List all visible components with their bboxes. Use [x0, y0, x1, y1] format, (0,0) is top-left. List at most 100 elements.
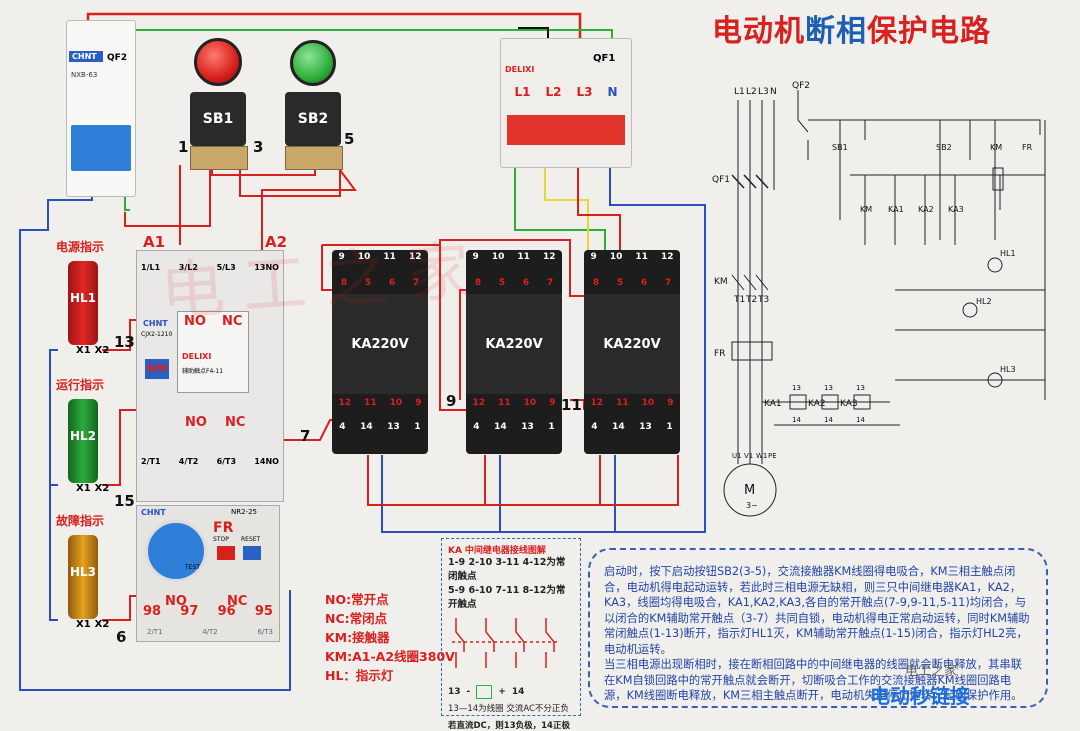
ka1-bot-1: 1	[414, 422, 421, 432]
hl1-caption: 电源指示	[56, 240, 105, 254]
contactor-a2: A2	[265, 233, 288, 251]
sch-ka2-14: 14	[824, 416, 833, 424]
phase-l1: L1	[514, 85, 531, 99]
ka1-mid-6: 6	[388, 278, 396, 288]
wire-sb-link	[239, 155, 341, 197]
phase-l3: L3	[576, 85, 593, 99]
contactor-term-t3: 6/T3	[216, 457, 237, 466]
legend-coil: KM:A1-A2线圈380V	[325, 649, 455, 664]
ka3-mb-10: 10	[641, 398, 655, 408]
contactor-model: CJX2-1210	[141, 331, 173, 338]
relay-ka1-body: KA220V	[332, 294, 428, 394]
sb1-cap[interactable]	[194, 38, 242, 86]
hl1-x2: X2	[94, 345, 110, 356]
fr-term-96: 96	[217, 604, 236, 619]
fr-label: FR	[213, 520, 234, 536]
contactor-km-tag: KM	[145, 359, 169, 379]
sb2-button[interactable]: SB2	[285, 40, 343, 172]
ka2-top-11: 11	[517, 252, 530, 262]
qf2-label: QF2	[107, 53, 128, 63]
ka2-mb-11: 11	[498, 398, 511, 408]
hl2-lamp: HL2	[68, 399, 98, 483]
fr-dial[interactable]	[145, 520, 207, 582]
brand-logo: 电动秒链接	[870, 684, 970, 708]
phase-l2: L2	[545, 85, 562, 99]
contactor-term-l1: 1/L1	[141, 263, 161, 272]
legend-hl: HL：指示灯	[325, 668, 394, 683]
schematic-diagram: L1 L2 L3 N QF2 QF1 KM FR T1 T2 T3 M 3~ U…	[712, 81, 1046, 517]
qf1-toggle-bar[interactable]	[507, 115, 625, 145]
hl3-caption: 故障指示	[56, 514, 105, 528]
fr-bottom-t2: 4/T2	[202, 628, 218, 636]
contactor-aux-block: NO NC DELIXI 辅助触点F4-11	[177, 311, 249, 393]
legend-km: KM:接触器	[325, 630, 390, 645]
ka-box-foot: 若直流DC，则13负极，14正极	[448, 721, 570, 731]
sch-sb1: SB1	[832, 143, 848, 152]
contactor-term-l3: 5/L3	[216, 263, 236, 272]
contactor-aux-no-bottom: NO	[185, 415, 207, 430]
ka3-mid-5: 5	[616, 278, 624, 288]
fr-term-98: 98	[143, 604, 162, 619]
ka3-bot-13: 13	[639, 422, 652, 432]
description-box: 启动时，按下启动按钮SB2(3-5)，交流接触器KM线圈得电吸合，KM三相主触点…	[588, 548, 1048, 708]
ka1-top-10: 10	[357, 252, 371, 262]
terminal-15: 15	[114, 492, 135, 510]
sb2-cap[interactable]	[290, 40, 336, 86]
ka3-top-11: 11	[635, 252, 648, 262]
terminal-6: 6	[116, 628, 127, 646]
indicator-hl2: 运行指示 HL2 X1 X2	[56, 376, 116, 496]
ka3-mb-12: 12	[590, 398, 604, 408]
ka2-bot-13: 13	[521, 422, 534, 432]
ka2-mid-5: 5	[498, 278, 506, 288]
qf2-model: NXB-63	[71, 71, 98, 79]
ka1-mid-8: 8	[340, 278, 348, 288]
overload-relay: CHNT NR2-25 FR STOP RESET TEST NO NC 98 …	[136, 505, 280, 642]
sch-qf1: QF1	[712, 175, 730, 185]
indicator-hl1: 电源指示 HL1 X1 X2	[56, 238, 116, 358]
contactor-brand: CHNT	[143, 319, 168, 328]
hl3-name: HL3	[69, 565, 97, 579]
fr-reset-button[interactable]	[243, 546, 261, 560]
fr-nc-label: NC	[227, 594, 248, 609]
ka-box-note: 13—14为线圈 交流AC不分正负	[448, 704, 569, 714]
ka-coil-plus: +	[498, 687, 506, 697]
sch-w1: W1	[756, 452, 767, 460]
ka-box-header: 中间继电器接线图解	[464, 546, 546, 556]
sb2-label: SB2	[297, 111, 329, 127]
sch-ka1-14: 14	[792, 416, 801, 424]
sch-ka3-13: 13	[856, 384, 865, 392]
terminal-3: 3	[253, 138, 264, 156]
hl1-lamp: HL1	[68, 261, 98, 345]
ka-contact-symbols	[452, 618, 558, 668]
contactor-a1: A1	[143, 233, 166, 251]
ka3-top-9: 9	[590, 252, 597, 262]
fr-stop-button[interactable]	[217, 546, 235, 560]
fr-bottom-t1: 2/T1	[147, 628, 163, 636]
ka3-mb-9: 9	[667, 398, 674, 408]
hl3-lamp: HL3	[68, 535, 98, 619]
sch-t3: T3	[757, 295, 769, 305]
sb1-button[interactable]: SB1	[190, 38, 248, 170]
qf2-toggle[interactable]	[71, 125, 131, 171]
sch-hl2: HL2	[976, 297, 992, 306]
ka-coil-14: 14	[511, 687, 525, 697]
ka1-bot-14: 14	[360, 422, 373, 432]
wire-qf1-relay	[514, 168, 606, 250]
terminal-1: 1	[178, 138, 189, 156]
ka3-top-12: 12	[660, 252, 674, 262]
wire-indicator-neutral	[49, 349, 58, 621]
ka-coil-13: 13	[448, 687, 461, 697]
qf2-brand: CHNT	[69, 51, 103, 62]
sch-l3: L3	[758, 87, 769, 97]
fr-term-95: 95	[254, 604, 273, 619]
sch-ka2-contact: KA2	[918, 205, 934, 214]
legend: NO:常开点 NC:常闭点 KM:接触器 KM:A1-A2线圈380V HL：指…	[325, 590, 455, 685]
ka3-bot-14: 14	[612, 422, 625, 432]
ka-explanation-box: KA 中间继电器接线图解 1-9 2-10 3-11 4-12为常闭触点 5-9…	[441, 538, 581, 731]
wire-qf1-yellow	[544, 168, 589, 250]
hl2-caption: 运行指示	[56, 378, 105, 392]
